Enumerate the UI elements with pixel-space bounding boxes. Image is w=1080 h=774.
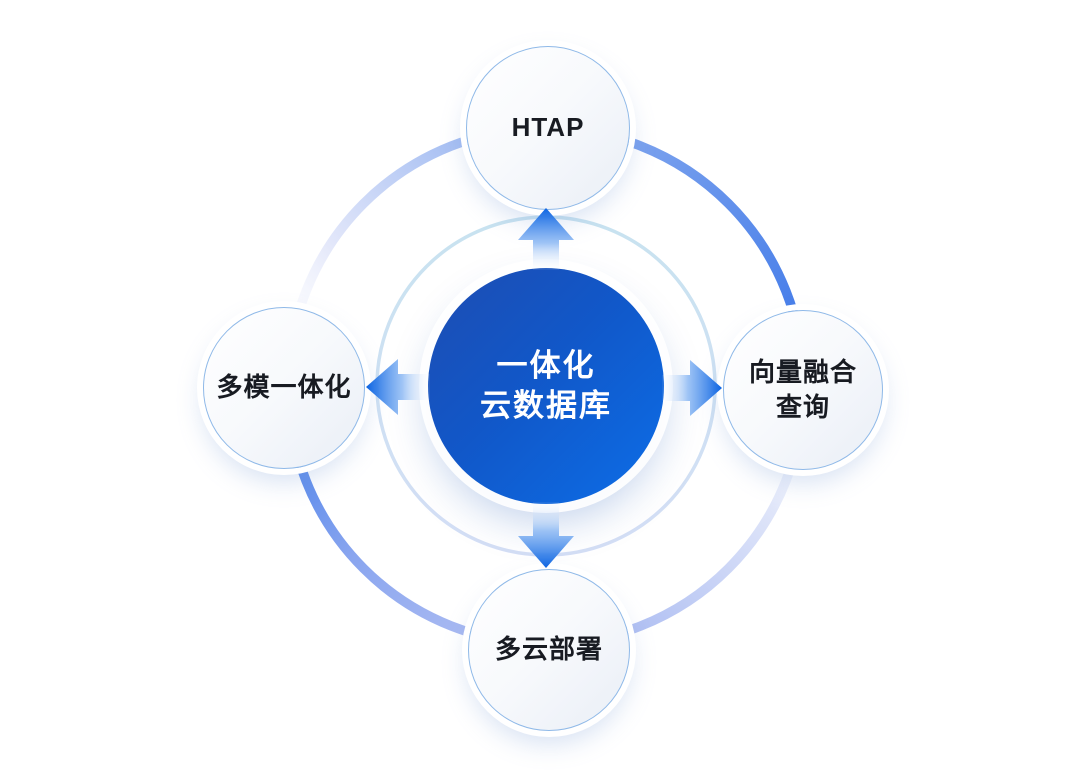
node-vector-query: 向量融合 查询: [723, 310, 883, 470]
center-node-integrated-cloud-database: 一体化 云数据库: [428, 268, 664, 504]
node-vector-query-label: 向量融合 查询: [748, 356, 857, 422]
node-htap-label: HTAP: [511, 112, 585, 143]
center-node-label: 一体化 云数据库: [480, 347, 612, 423]
node-multi-model: 多模一体化: [203, 307, 365, 469]
node-multi-model-label: 多模一体化: [216, 372, 352, 403]
node-multi-cloud: 多云部署: [468, 569, 630, 731]
node-htap: HTAP: [466, 46, 630, 210]
node-multi-cloud-label: 多云部署: [494, 634, 603, 665]
